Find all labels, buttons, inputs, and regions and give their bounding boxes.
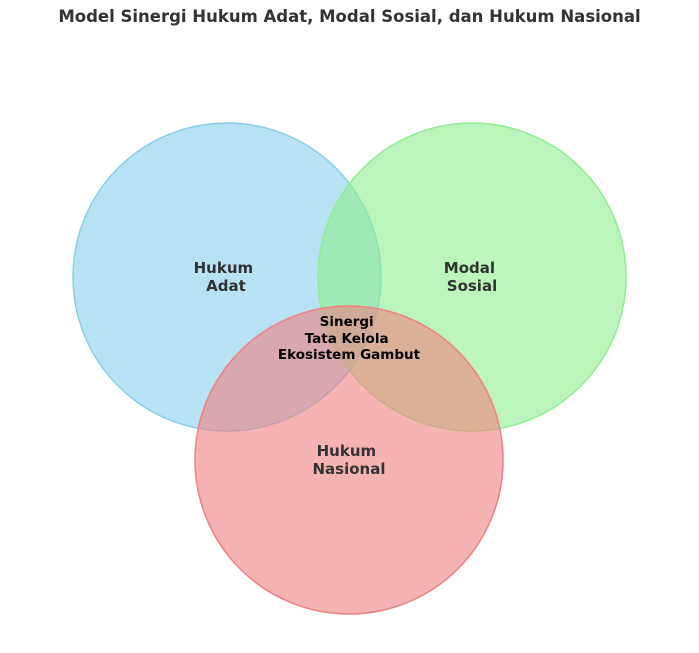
diagram-title: Model Sinergi Hukum Adat, Modal Sosial, … [58, 7, 641, 26]
label-hukum-adat: Hukum Adat [194, 259, 259, 295]
circle-hukum-nasional [194, 305, 504, 615]
label-modal-sosial: Modal Sosial [444, 259, 500, 295]
label-center-synergy: Sinergi Tata Kelola Ekosistem Gambut [278, 314, 421, 363]
label-hukum-nasional: Hukum Nasional [313, 442, 386, 478]
